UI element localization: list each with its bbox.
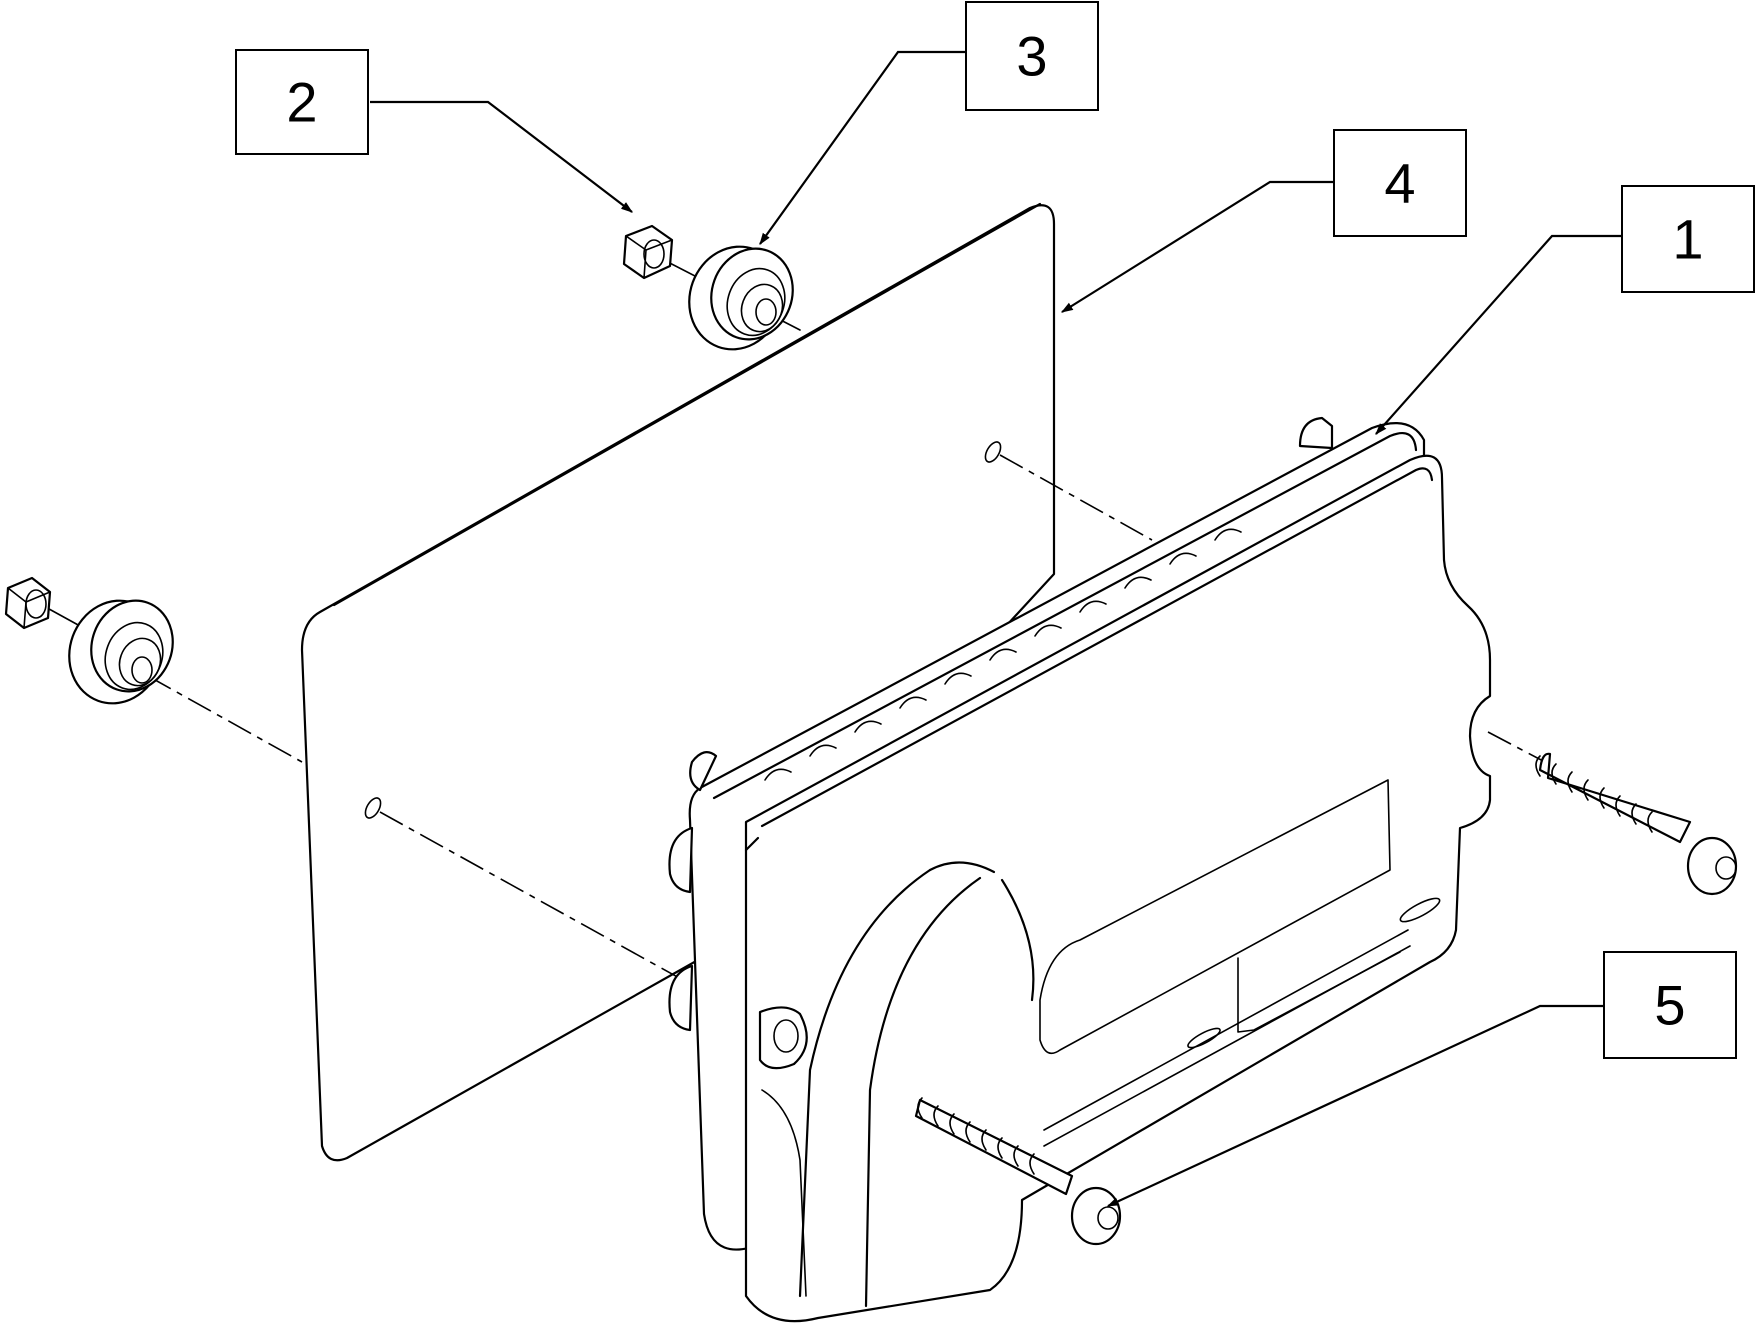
housing-ribs xyxy=(764,528,1242,781)
callout-4-label: 4 xyxy=(1384,152,1415,215)
screw-right xyxy=(1535,752,1738,896)
housing xyxy=(668,416,1492,1323)
callout-3-label: 3 xyxy=(1016,25,1047,88)
grommet-upper xyxy=(688,245,794,351)
callout-2: 2 xyxy=(235,49,369,155)
grommet-lower xyxy=(68,599,174,705)
callout-1-label: 1 xyxy=(1672,208,1703,271)
callout-2-label: 2 xyxy=(286,71,317,134)
callout-4: 4 xyxy=(1333,129,1467,237)
nut-upper xyxy=(622,224,674,280)
callout-5: 5 xyxy=(1603,951,1737,1059)
callout-1: 1 xyxy=(1621,185,1755,293)
callout-3: 3 xyxy=(965,1,1099,111)
callout-5-label: 5 xyxy=(1654,974,1685,1037)
mounting-plate xyxy=(300,202,1056,1162)
nut-lower xyxy=(4,576,52,630)
leader-lines xyxy=(370,50,1622,1207)
